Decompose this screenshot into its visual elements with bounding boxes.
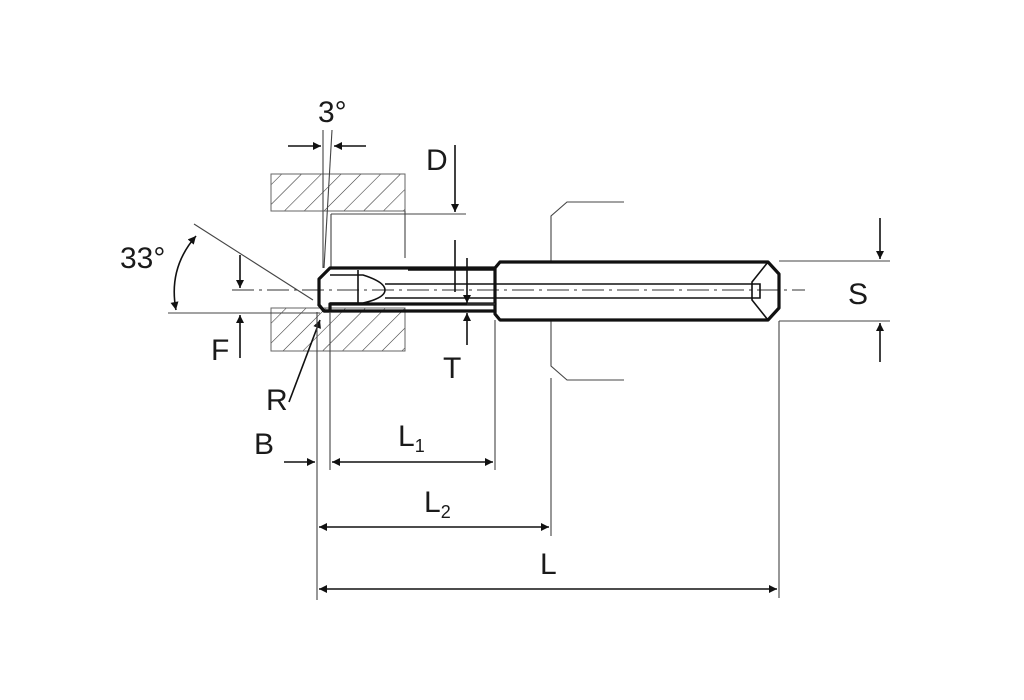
dimension-F: F xyxy=(211,255,244,367)
dimension-B: B xyxy=(254,312,331,600)
label-D: D xyxy=(426,144,448,177)
label-R: R xyxy=(266,384,288,417)
label-B: B xyxy=(254,428,274,461)
neck-outline xyxy=(317,266,497,313)
head-flute xyxy=(330,274,386,304)
label-T: T xyxy=(443,352,461,385)
angle-3-label: 3° xyxy=(318,96,347,129)
dimension-L: L xyxy=(319,321,780,598)
workpiece-section xyxy=(270,173,466,352)
dimension-L1: L1 xyxy=(332,320,496,470)
angle-3-dimension: 3° xyxy=(288,96,366,269)
label-L: L xyxy=(540,548,557,581)
workpiece-lower-hatch xyxy=(270,307,406,352)
tool-shank xyxy=(385,260,781,322)
label-L1: L1 xyxy=(398,420,425,456)
angle-33-dimension: 33° xyxy=(120,223,320,314)
cutting-edge xyxy=(317,302,497,313)
shank-body xyxy=(493,260,781,322)
dimension-D: D xyxy=(426,144,459,292)
holder-outline-lower xyxy=(550,320,624,381)
holder-outline-upper xyxy=(550,201,624,262)
shank-coolant-bore xyxy=(385,283,761,299)
dimension-L2: L2 xyxy=(319,378,552,536)
dimension-T: T xyxy=(443,258,495,385)
label-S: S xyxy=(848,278,868,311)
angle-33-label: 33° xyxy=(120,242,165,275)
shank-chamfer xyxy=(751,261,769,321)
label-F: F xyxy=(211,334,229,367)
tool-neck-and-head xyxy=(317,266,497,313)
dimension-S: S xyxy=(779,218,890,362)
workpiece-upper-hatch xyxy=(270,173,406,212)
radius-R: R xyxy=(266,319,321,417)
label-L2: L2 xyxy=(424,486,451,522)
